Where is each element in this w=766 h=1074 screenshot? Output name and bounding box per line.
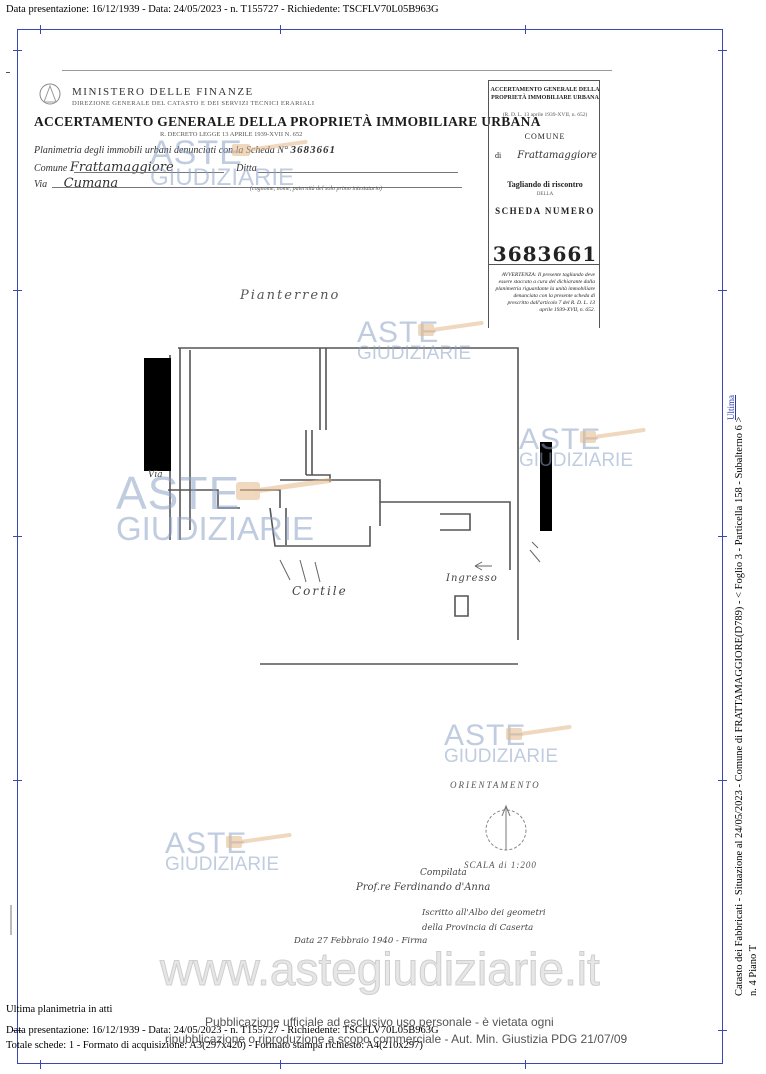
aste-watermark-sub: GIUDIZIARIE (150, 164, 295, 191)
divider (488, 264, 600, 265)
frame-tick (13, 1030, 22, 1031)
frame-tick (13, 290, 22, 291)
via-line: Via Cumana (34, 176, 118, 191)
gavel-icon (580, 428, 646, 443)
ingresso-label: Ingresso (446, 573, 498, 584)
underline (74, 172, 224, 173)
via-value: Cumana (63, 176, 119, 191)
ministry-name: MINISTERO DELLE FINANZE (72, 86, 254, 98)
frame-tick (718, 780, 727, 781)
aste-watermark-sub: GIUDIZIARIE (357, 343, 472, 364)
cadastral-side-text: Catasto dei Fabbricati - Situazione al 2… (734, 416, 745, 996)
ultima-label: Ultima planimetria in atti (6, 1004, 113, 1015)
margin-mark (6, 72, 10, 73)
redaction-block (144, 358, 171, 471)
frame-tick (525, 1060, 526, 1069)
frame-tick (718, 1030, 727, 1031)
stub-avvertenza: AVVERTENZA: Il presente tagliando deve e… (495, 272, 595, 313)
planimetria-prefix: Planimetria degli immobili urbani denunc… (34, 145, 288, 156)
header-text: Data presentazione: 16/12/1939 - Data: 2… (6, 4, 439, 15)
cortile-label: Cortile (292, 584, 348, 598)
ministry-emblem-icon (36, 80, 64, 110)
frame-tick (280, 25, 281, 34)
compilata-label: Compilata (420, 868, 467, 878)
gavel-icon (232, 139, 308, 156)
underline (52, 187, 462, 188)
frame-tick (13, 50, 22, 51)
stub-della: DELLA (536, 192, 554, 197)
intestatario-note: (cognome, nome, paternità del solo primo… (250, 186, 382, 192)
orientation-block: ORIENTAMENTO SCALA di 1:200 (450, 780, 541, 870)
stub-tagliando: Tagliando di riscontro (507, 180, 583, 189)
site-watermark: www.astegiudiziarie.it (160, 943, 601, 996)
direzione-line: DIREZIONE GENERALE DEL CATASTO E DEI SER… (72, 100, 315, 107)
frame-tick (718, 536, 727, 537)
stub-di: di (495, 151, 502, 160)
frame-tick (718, 290, 727, 291)
comune-line: Comune Frattamaggiore Ditta (34, 160, 257, 175)
divider (488, 80, 600, 81)
signature-provincia: della Provincia di Caserta (422, 923, 534, 933)
side-via-label: Via (148, 470, 163, 480)
gavel-icon (226, 833, 292, 848)
orientamento-label: ORIENTAMENTO (450, 780, 541, 790)
stub-comune-line: di Frattamaggiore (489, 150, 601, 161)
aste-watermark-sub: GIUDIZIARIE (116, 510, 315, 547)
aste-watermark-sub: GIUDIZIARIE (519, 450, 634, 471)
signature-data: Data 27 Febbraio 1940 - Firma (294, 936, 428, 946)
margin-mark (10, 905, 12, 935)
stub-scheda-label: SCHEDA NUMERO (495, 206, 595, 216)
aste-watermark: ASTE GIUDIZIARIE (116, 470, 314, 545)
frame-tick (40, 1060, 41, 1069)
publication-notice-2: ripubblicazione o riproduzione a scopo c… (165, 1032, 628, 1046)
footer-line-1: Data presentazione: 16/12/1939 - Data: 2… (6, 1025, 439, 1036)
aste-watermark-sub: GIUDIZIARIE (444, 746, 559, 767)
tagliando-stub: ACCERTAMENTO GENERALE DELLA PROPRIETÀ IM… (488, 80, 600, 328)
frame-tick (13, 780, 22, 781)
gavel-icon (418, 321, 484, 336)
stub-comune-value: Frattamaggiore (517, 150, 598, 161)
gavel-icon (236, 477, 332, 500)
cadastral-side-text-2: n. 4 Piano T (748, 944, 759, 996)
scala-label: SCALA di 1:200 (464, 860, 537, 870)
redaction-block (540, 442, 552, 531)
via-label: Via (34, 179, 48, 190)
stub-comune-label: COMUNE (524, 132, 566, 141)
underline (258, 172, 458, 173)
aste-watermark-sub: GIUDIZIARIE (165, 854, 280, 875)
stub-scheda-number: 3683661 (492, 242, 598, 266)
publication-notice-1: Pubblicazione ufficiale ad esclusivo uso… (205, 1015, 554, 1029)
ditta-label: Ditta (236, 163, 257, 174)
document-title: ACCERTAMENTO GENERALE DELLA PROPRIETÀ IM… (34, 114, 541, 129)
divider (62, 70, 612, 71)
frame-tick (40, 25, 41, 34)
frame-tick (525, 25, 526, 34)
floor-label: Pianterreno (240, 288, 341, 303)
aste-watermark-title: ASTE (116, 467, 241, 519)
planimetria-line: Planimetria degli immobili urbani denunc… (34, 144, 336, 156)
stub-decree: (R. D. L. 13 aprile 1939-XVII, n. 652) (502, 112, 588, 118)
stub-title: ACCERTAMENTO GENERALE DELLA PROPRIETÀ IM… (490, 87, 600, 101)
signature-albo: Iscritto all'Albo dei geometri (422, 908, 546, 918)
page-frame (17, 29, 723, 1064)
aste-watermark-title: ASTE (150, 134, 243, 172)
ultima-link[interactable]: Ultima (726, 395, 736, 420)
aste-watermark: ASTE GIUDIZIARIE (150, 136, 294, 190)
aste-watermark: ASTE GIUDIZIARIE (165, 829, 280, 875)
frame-tick (13, 536, 22, 537)
comune-value: Frattamaggiore (69, 160, 174, 175)
footer-line-2: Totale schede: 1 - Formato di acquisizio… (6, 1040, 423, 1051)
comune-label: Comune (34, 163, 68, 174)
planimetria-number: 3683661 (290, 144, 336, 156)
frame-tick (718, 50, 727, 51)
law-reference: R. DECRETO LEGGE 13 APRILE 1939-XVII N. … (160, 131, 303, 138)
gavel-icon (506, 725, 572, 740)
compass-icon (485, 804, 527, 851)
signature-name: Prof.re Ferdinando d'Anna (356, 882, 491, 893)
frame-tick (280, 1060, 281, 1069)
